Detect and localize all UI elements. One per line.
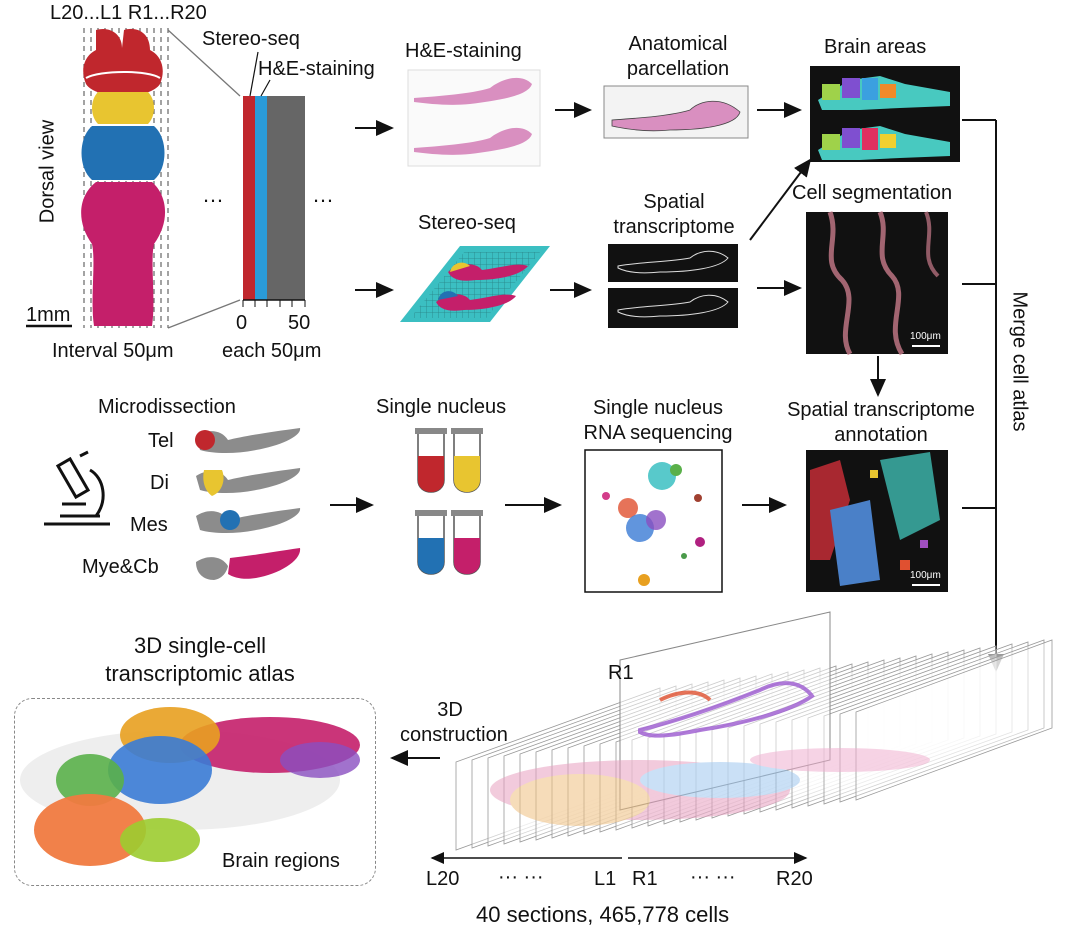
axis-r1-label: R1 bbox=[632, 868, 658, 891]
axis-r20-label: R20 bbox=[776, 868, 813, 891]
microdissection-brains bbox=[195, 428, 300, 580]
section-strip bbox=[243, 52, 305, 307]
umap-plot bbox=[585, 450, 722, 592]
region-tel-label: Tel bbox=[148, 430, 174, 453]
ellipsis-left: … bbox=[202, 182, 224, 208]
brain-regions-label: Brain regions bbox=[222, 850, 340, 873]
stereo-seq-chip bbox=[400, 246, 550, 322]
stereo-seq-title: Stereo-seq bbox=[418, 212, 516, 235]
ellipsis-right: … bbox=[312, 182, 334, 208]
interval-label: Interval 50μm bbox=[52, 340, 174, 363]
anatomical-parcellation-title: Anatomical parcellation bbox=[598, 32, 758, 82]
cellseg-scale-label: 100μm bbox=[910, 331, 941, 342]
cell-segmentation-title: Cell segmentation bbox=[792, 182, 952, 205]
region-di-label: Di bbox=[150, 472, 169, 495]
r1-section-label: R1 bbox=[608, 662, 634, 685]
he-staining-images bbox=[408, 70, 540, 166]
summary-label: 40 sections, 465,778 cells bbox=[476, 902, 729, 928]
axis-l20-label: L20 bbox=[426, 868, 459, 891]
single-nucleus-title: Single nucleus bbox=[376, 396, 506, 419]
microdissection-title: Microdissection bbox=[98, 396, 236, 419]
stereo-seq-strip-label: Stereo-seq bbox=[202, 28, 300, 51]
spatial-transcriptome-images bbox=[608, 244, 738, 328]
annotation-title: Spatial transcriptome annotation bbox=[766, 398, 996, 448]
section-axis-label: L20...L1 R1...R20 bbox=[50, 2, 207, 25]
single-nucleus-tubes bbox=[415, 428, 483, 574]
axis-dots-left: ··· ··· bbox=[498, 866, 544, 889]
3d-construction-label: 3D construction bbox=[400, 698, 500, 748]
region-mes-label: Mes bbox=[130, 514, 168, 537]
scale-bar-label: 1mm bbox=[26, 304, 70, 327]
dorsal-view-label: Dorsal view bbox=[37, 102, 60, 242]
each-label: each 50μm bbox=[222, 340, 321, 363]
brain-areas-title: Brain areas bbox=[824, 36, 926, 59]
axis-dots-right: ··· ··· bbox=[690, 866, 736, 889]
axis-l1-label: L1 bbox=[594, 868, 616, 891]
region-myecb-label: Mye&Cb bbox=[82, 556, 159, 579]
scale-tick-0: 0 bbox=[236, 312, 247, 335]
snrna-seq-title: Single nucleus RNA sequencing bbox=[568, 396, 748, 446]
he-staining-title: H&E-staining bbox=[405, 40, 522, 63]
scale-tick-50: 50 bbox=[288, 312, 310, 335]
anatomical-parcellation-image bbox=[604, 86, 748, 138]
microscope-icon bbox=[44, 452, 110, 524]
dorsal-brain-illustration bbox=[80, 28, 168, 328]
annotation-scale-label: 100μm bbox=[910, 570, 941, 581]
spatial-transcriptome-title: Spatial transcriptome bbox=[594, 190, 754, 240]
merge-cell-atlas-label: Merge cell atlas bbox=[1008, 287, 1031, 437]
brain-areas-images bbox=[810, 66, 960, 162]
he-staining-strip-label: H&E-staining bbox=[258, 58, 375, 81]
atlas-title: 3D single-cell transcriptomic atlas bbox=[60, 632, 340, 688]
